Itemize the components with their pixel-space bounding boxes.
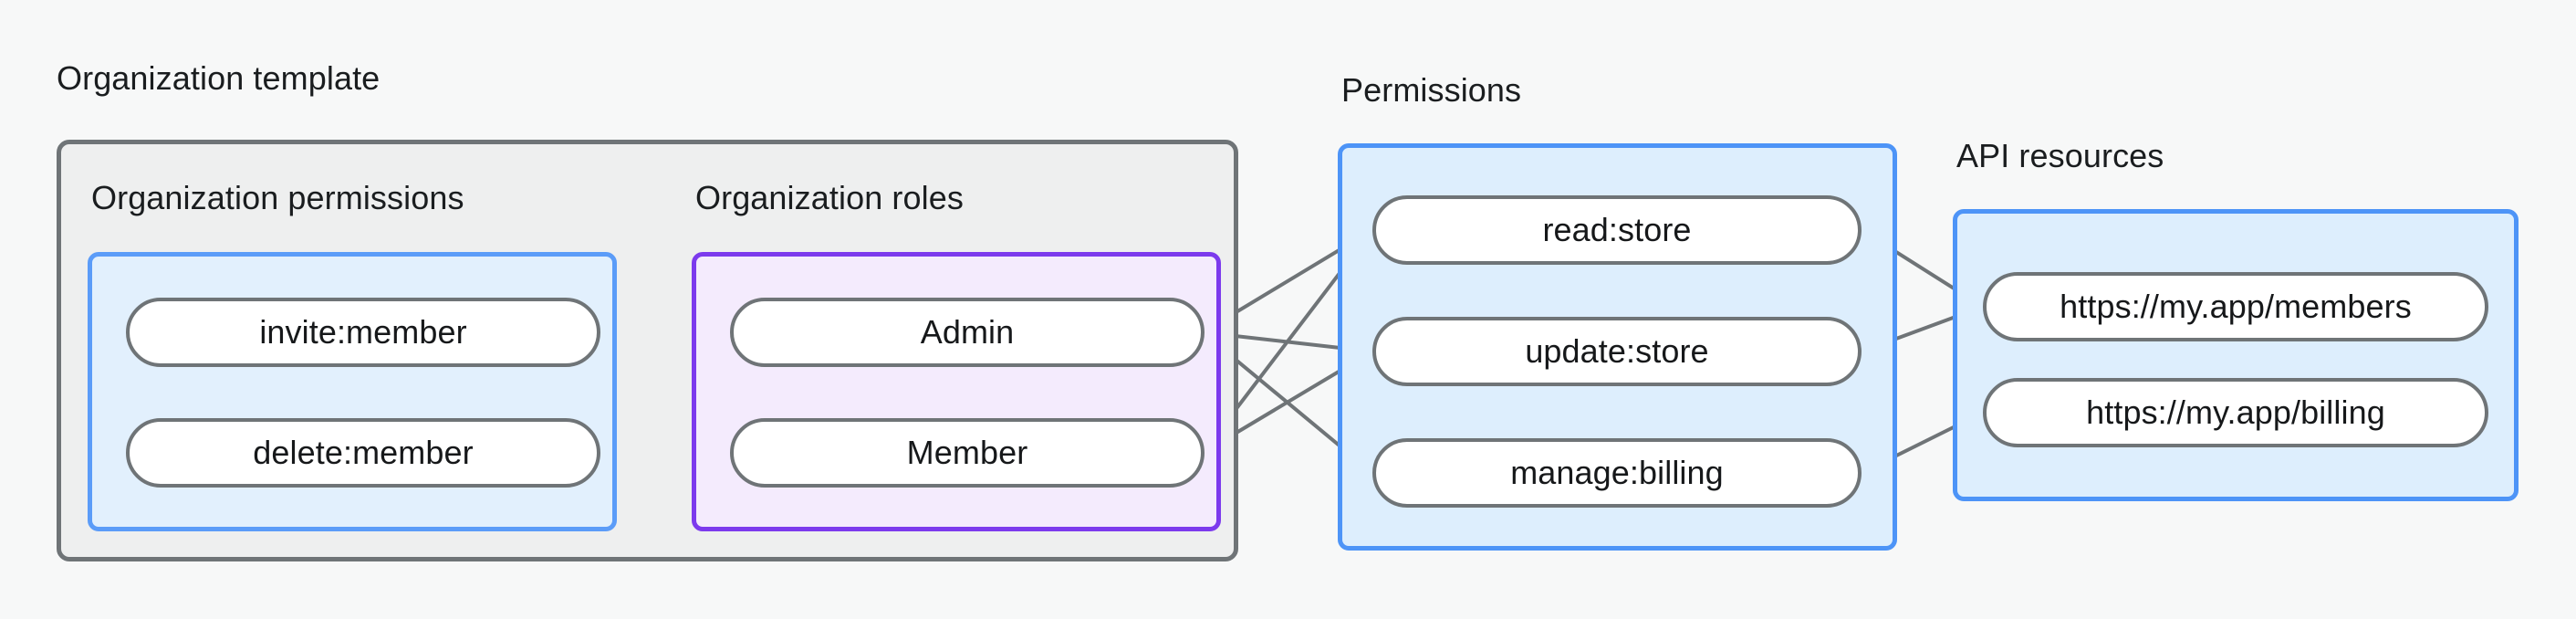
api-resources-title: API resources [1956,137,2164,174]
node-billing-resource[interactable]: https://my.app/billing [1983,378,2488,447]
organization-roles-box [692,252,1221,531]
node-manage-billing[interactable]: manage:billing [1372,438,1862,508]
node-member[interactable]: Member [730,418,1205,488]
api-resources-box [1953,209,2519,501]
node-label: https://my.app/members [2060,288,2412,325]
node-delete-member[interactable]: delete:member [126,418,600,488]
node-admin[interactable]: Admin [730,298,1205,367]
node-label: update:store [1525,332,1709,370]
node-members-resource[interactable]: https://my.app/members [1983,272,2488,341]
organization-template-title: Organization template [57,59,381,97]
node-label: manage:billing [1510,454,1724,491]
permissions-title: Permissions [1341,71,1522,109]
node-update-store[interactable]: update:store [1372,317,1862,386]
organization-permissions-title: Organization permissions [91,179,464,216]
node-label: read:store [1542,211,1692,248]
organization-permissions-box [88,252,617,531]
node-read-store[interactable]: read:store [1372,195,1862,265]
node-invite-member[interactable]: invite:member [126,298,600,367]
node-label: delete:member [253,434,474,471]
node-label: Member [906,434,1028,471]
node-label: https://my.app/billing [2086,393,2385,431]
node-label: invite:member [259,313,467,351]
organization-roles-title: Organization roles [695,179,964,216]
node-label: Admin [920,313,1015,351]
